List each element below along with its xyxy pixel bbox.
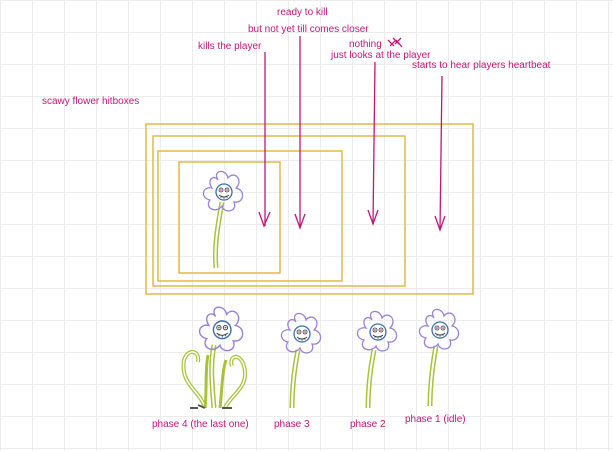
hitbox-kill <box>178 161 281 274</box>
arrow-looks-head <box>367 209 379 226</box>
phase-3-flower <box>280 312 322 409</box>
hitbox-ready <box>157 150 343 282</box>
label-heartbeat: starts to hear players heartbeat <box>412 60 551 71</box>
arrow-heartbeat <box>439 75 443 231</box>
phase-2-label: phase 2 <box>350 419 386 430</box>
label-nothing: nothing <box>349 39 382 50</box>
hitbox-heartbeat <box>145 123 474 295</box>
diagram-title: scawy flower hitboxes <box>42 96 140 107</box>
arrow-ready-head <box>294 213 306 230</box>
phase-1-label: phase 1 (idle) <box>405 414 466 425</box>
phase-4-flower <box>181 306 248 409</box>
annotation-arrows <box>258 36 446 232</box>
phase-4-label: phase 4 (the last one) <box>152 419 249 430</box>
scribble-mark <box>387 37 403 48</box>
arrow-looks <box>372 61 376 225</box>
arrow-kills-head <box>258 211 271 228</box>
label-kills-player: kills the player <box>198 41 262 52</box>
label-just-looks: just looks at the player <box>331 50 431 61</box>
label-ready-to-kill: ready to kill <box>277 7 328 18</box>
arrow-heartbeat-head <box>434 215 446 232</box>
hitbox-looks <box>152 135 406 287</box>
phase-2-flower <box>356 310 398 409</box>
phase-1-flower <box>418 308 460 407</box>
label-not-yet: but not yet till comes closer <box>248 24 369 35</box>
center-flower <box>202 170 244 269</box>
phase-3-label: phase 3 <box>274 419 310 430</box>
